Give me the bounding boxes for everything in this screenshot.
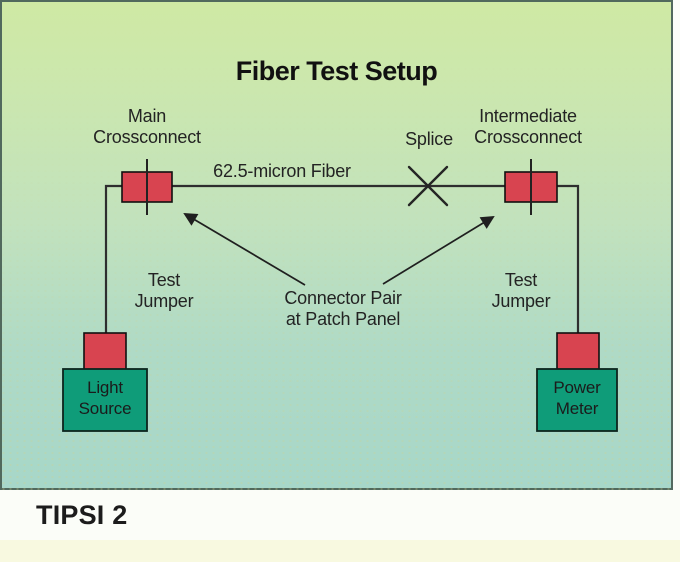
fiber-test-diagram [62,159,618,432]
fiber-type-label: 62.5-micron Fiber [213,161,351,181]
splice-label: Splice [405,129,453,149]
splice-x-icon [407,165,449,207]
light-source-box [62,368,148,432]
test-jumper-right-label: Test Jumper [491,270,551,311]
figure-caption: TIPSI 2 [36,500,128,530]
footer-yellow-strip [0,540,680,562]
fiber-link-line [104,184,580,334]
power-meter-label: Power Meter [553,378,601,418]
connector-pair-arrow-left [183,212,306,286]
light-source-label: Light Source [78,378,132,418]
power-meter-box [536,368,618,432]
diagram-title: Fiber Test Setup [235,56,438,86]
connector-pair-arrow-right [382,215,495,285]
test-jumper-left-label: Test Jumper [134,270,194,311]
light-source-connector [83,332,127,371]
main-crossconnect-label: Main Crossconnect [93,106,201,147]
intermediate-crossconnect-label: Intermediate Crossconnect [474,106,582,147]
connector-pair-label: Connector Pair at Patch Panel [284,288,402,329]
power-meter-connector [556,332,600,371]
